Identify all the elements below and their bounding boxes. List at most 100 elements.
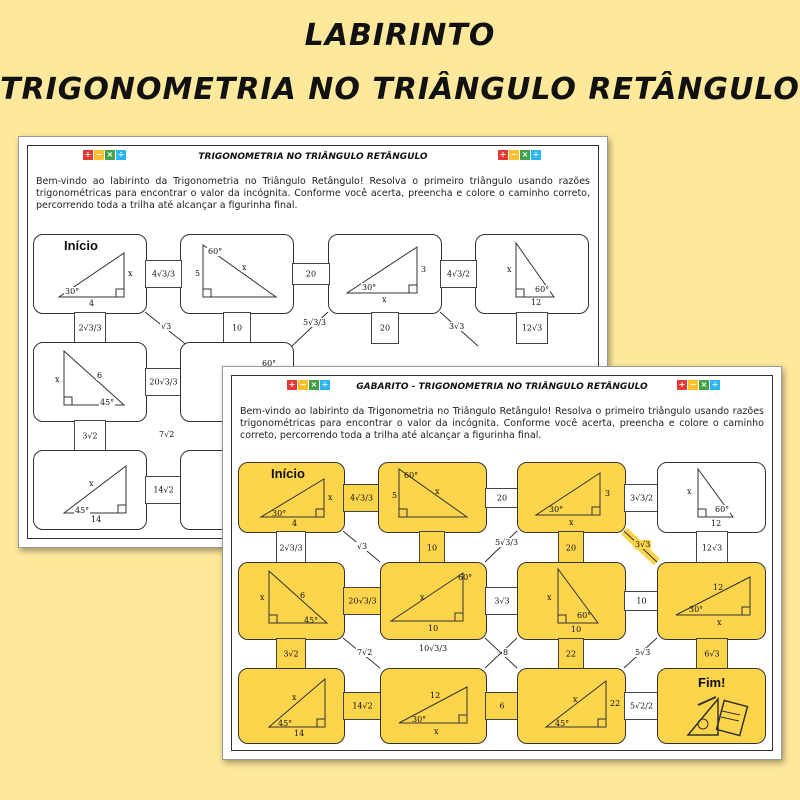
angle-label: 30° bbox=[272, 509, 287, 518]
maze-connector: 14√2 bbox=[145, 476, 182, 504]
angle-label: 45° bbox=[555, 719, 570, 728]
diagonal-label: 5√3 bbox=[634, 648, 652, 657]
times-icon: × bbox=[309, 380, 319, 390]
maze-connector-solved: 22 bbox=[558, 638, 584, 670]
diagonal-label: 3√3 bbox=[448, 322, 466, 331]
side-label: 12 bbox=[430, 691, 441, 700]
triangle-figure bbox=[557, 567, 599, 624]
diagonal-label: 7√2 bbox=[356, 648, 374, 657]
worksheet-front-intro: Bem-vindo ao labirinto da Trigonometria … bbox=[240, 406, 764, 441]
plus-icon: + bbox=[677, 380, 687, 390]
side-label: 3 bbox=[420, 265, 428, 274]
side-label: 5 bbox=[392, 491, 398, 500]
angle-label: 30° bbox=[549, 505, 564, 514]
maze-cell-solved: 12 30° x bbox=[380, 668, 487, 744]
maze-connector-solved: 6√3 bbox=[696, 638, 728, 670]
maze-connector-solved: 10 bbox=[419, 531, 445, 564]
triangle-figure bbox=[697, 467, 734, 518]
worksheet-front: +−×÷ GABARITO - TRIGONOMETRIA NO TRIÂNGU… bbox=[222, 366, 782, 760]
maze-cell-solved: 45° 22 x bbox=[517, 668, 626, 744]
unknown-label: x bbox=[435, 487, 440, 496]
unknown-label: x bbox=[381, 295, 388, 304]
maze-connector: 12√3 bbox=[696, 531, 728, 564]
maze-cell-solved: Início 30° 4 x bbox=[238, 462, 345, 533]
side-label: 14 bbox=[294, 729, 305, 738]
school-supplies-icon bbox=[686, 696, 749, 737]
diagonal-label: 5√3/3 bbox=[302, 318, 328, 327]
divide-icon: ÷ bbox=[320, 380, 330, 390]
unknown-label: x bbox=[434, 727, 439, 736]
diagonal-label: 5√3/3 bbox=[494, 538, 520, 547]
side-label: 10 bbox=[571, 625, 582, 634]
unknown-label: x bbox=[127, 269, 134, 278]
maze-cell-solved: 60° 5 x bbox=[378, 462, 487, 533]
angle-label: 60° bbox=[207, 247, 224, 256]
triangle-figure bbox=[202, 244, 278, 298]
triangle-figure bbox=[63, 349, 126, 406]
maze-connector-solved: 14√2 bbox=[343, 692, 382, 720]
maze-connector: 20 bbox=[485, 488, 519, 508]
maze-connector: 3√3/2 bbox=[624, 484, 659, 512]
unknown-label: x bbox=[260, 593, 265, 602]
side-label: 14 bbox=[90, 515, 103, 524]
worksheet-front-frame: +−×÷ GABARITO - TRIGONOMETRIA NO TRIÂNGU… bbox=[231, 375, 773, 751]
maze-connector: 5√2/2 bbox=[624, 692, 659, 720]
times-icon: × bbox=[520, 150, 530, 160]
plus-icon: + bbox=[498, 150, 508, 160]
maze-connector-solved: 3√2 bbox=[276, 638, 306, 670]
triangle-figure bbox=[398, 468, 469, 518]
maze-connector-solved: 20√3/3 bbox=[343, 587, 382, 615]
maze-cell: 6 45° x bbox=[33, 342, 147, 422]
diagonal-label: 8 bbox=[502, 648, 510, 657]
maze-connector: 20 bbox=[292, 263, 330, 285]
side-label: 12 bbox=[530, 298, 543, 307]
maze-connector: 3√2 bbox=[74, 420, 106, 452]
maze-connector: 20√3/3 bbox=[145, 368, 182, 396]
start-label: Início bbox=[64, 238, 98, 253]
maze-connector: 4√3/2 bbox=[440, 260, 477, 288]
math-logo-right: +−×÷ bbox=[677, 380, 720, 390]
unknown-label: x bbox=[420, 593, 425, 602]
angle-label: 45° bbox=[74, 506, 91, 515]
triangle-figure bbox=[675, 576, 751, 616]
unknown-label: x bbox=[717, 618, 722, 627]
maze-connector: 10 bbox=[223, 312, 251, 344]
angle-label: 45° bbox=[99, 398, 116, 407]
side-label: 10 bbox=[428, 624, 439, 633]
maze-cell-solved: 6 45° x bbox=[238, 562, 345, 640]
unknown-label: x bbox=[88, 479, 95, 488]
unknown-label: x bbox=[569, 518, 574, 527]
divide-icon: ÷ bbox=[116, 150, 126, 160]
maze-connector-solved: 20 bbox=[558, 531, 584, 564]
side-label: 12 bbox=[710, 519, 723, 528]
diagonal-label: 3√3 bbox=[634, 540, 652, 549]
triangle-figure bbox=[267, 677, 326, 728]
angle-label: 60° bbox=[534, 285, 551, 294]
unknown-label: x bbox=[292, 693, 297, 702]
triangle-figure bbox=[62, 464, 127, 514]
unknown-label: x bbox=[54, 375, 61, 384]
triangle-figure bbox=[515, 241, 555, 298]
maze-cell: 60° 5 x bbox=[180, 234, 294, 314]
angle-label: 30° bbox=[64, 287, 81, 296]
triangle-figure bbox=[259, 478, 325, 518]
unknown-label: x bbox=[547, 593, 552, 602]
maze-cell-solved: 60° 10 x bbox=[517, 562, 626, 640]
triangle-figure bbox=[389, 572, 464, 622]
times-icon: × bbox=[105, 150, 115, 160]
maze-connector: 20 bbox=[371, 312, 399, 344]
unknown-label: x bbox=[506, 265, 513, 274]
minus-icon: − bbox=[509, 150, 519, 160]
maze-cell-solved: 60° 10 x bbox=[380, 562, 487, 640]
divide-icon: ÷ bbox=[710, 380, 720, 390]
triangle-figure bbox=[57, 252, 125, 298]
triangle-figure bbox=[268, 569, 329, 624]
minus-icon: − bbox=[298, 380, 308, 390]
plus-icon: + bbox=[287, 380, 297, 390]
worksheet-back-intro: Bem-vindo ao labirinto da Trigonometria … bbox=[36, 176, 590, 211]
unknown-label: x bbox=[573, 695, 578, 704]
angle-label: 45° bbox=[278, 719, 293, 728]
diagonal-label: √3 bbox=[160, 322, 173, 331]
side-label: 5 bbox=[194, 269, 202, 278]
angle-label: 30° bbox=[689, 605, 704, 614]
